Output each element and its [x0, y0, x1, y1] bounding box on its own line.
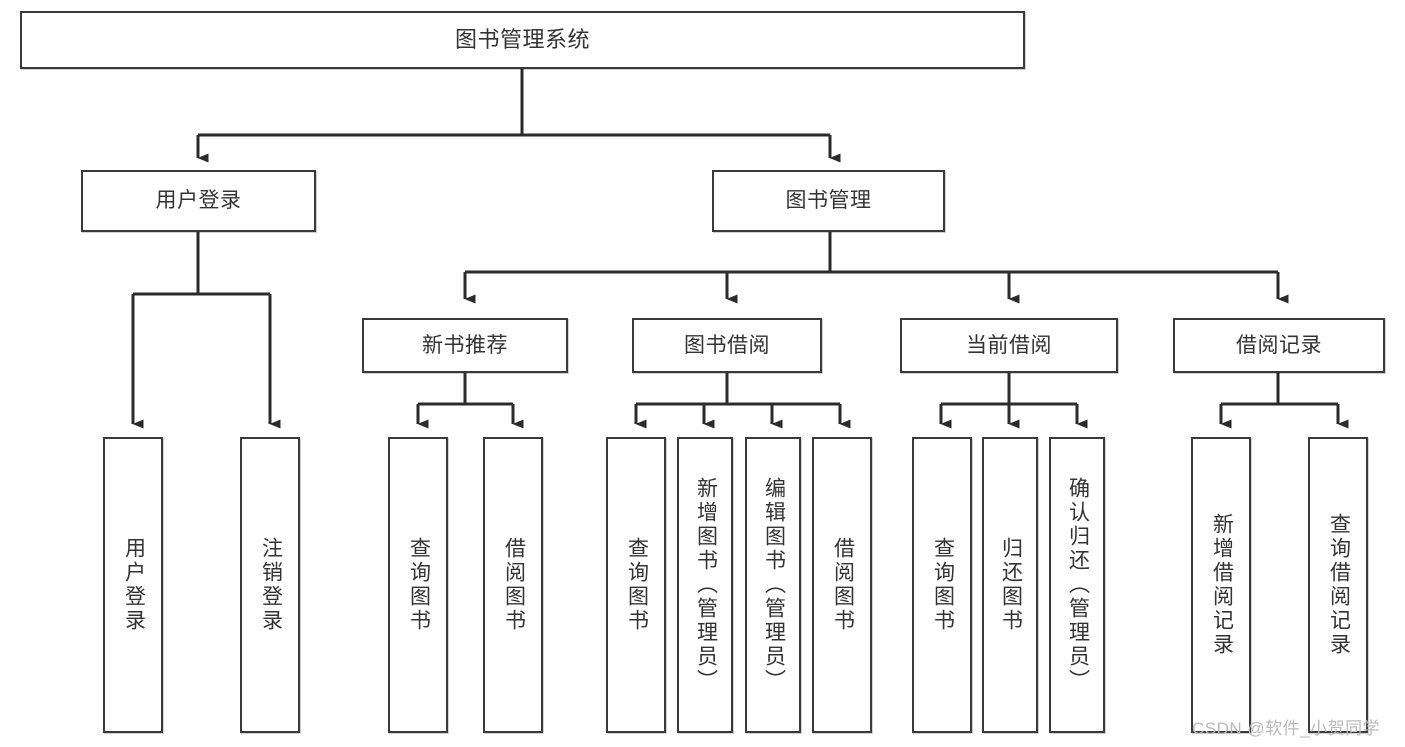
- node-leaf-add-record-label: 新增借阅记录: [1210, 513, 1234, 657]
- node-book-manage[interactable]: 图书管理: [712, 170, 945, 232]
- node-new-book-recommend-label: 新书推荐: [422, 333, 508, 357]
- node-leaf-logout-login-label: 注销登录: [259, 537, 283, 633]
- node-user-login[interactable]: 用户登录: [81, 170, 316, 232]
- node-leaf-borrow-book-2-label: 借阅图书: [831, 537, 855, 633]
- node-new-book-recommend[interactable]: 新书推荐: [362, 318, 568, 373]
- node-leaf-return-book-label: 归还图书: [999, 537, 1023, 633]
- node-book-borrow-label: 图书借阅: [684, 333, 770, 357]
- node-leaf-borrow-book-1-label: 借阅图书: [502, 537, 526, 633]
- node-user-login-label: 用户登录: [155, 189, 242, 213]
- node-root-label: 图书管理系统: [454, 26, 590, 52]
- node-leaf-borrow-book-1[interactable]: 借阅图书: [483, 437, 543, 733]
- node-leaf-query-book-3-label: 查询图书: [931, 537, 955, 633]
- node-current-borrow[interactable]: 当前借阅: [900, 318, 1118, 373]
- node-leaf-query-record-label: 查询借阅记录: [1327, 513, 1351, 657]
- node-leaf-add-record[interactable]: 新增借阅记录: [1191, 437, 1251, 733]
- node-leaf-add-book[interactable]: 新增图书（管理员）: [677, 437, 733, 733]
- node-leaf-borrow-book-2[interactable]: 借阅图书: [812, 437, 872, 733]
- node-leaf-query-book-3[interactable]: 查询图书: [912, 437, 972, 733]
- node-leaf-user-login[interactable]: 用户登录: [103, 437, 163, 733]
- node-leaf-query-book-1-label: 查询图书: [407, 537, 431, 633]
- node-book-manage-label: 图书管理: [785, 189, 872, 213]
- watermark-csdn: CSDN @软件_小贺同学: [1192, 719, 1381, 738]
- node-leaf-return-book[interactable]: 归还图书: [982, 437, 1038, 733]
- node-borrow-record[interactable]: 借阅记录: [1173, 318, 1385, 373]
- node-book-borrow[interactable]: 图书借阅: [632, 318, 822, 373]
- node-current-borrow-label: 当前借阅: [966, 333, 1052, 357]
- node-root-book-management-system[interactable]: 图书管理系统: [20, 11, 1025, 69]
- node-leaf-query-book-2-label: 查询图书: [625, 537, 649, 633]
- node-leaf-logout-login[interactable]: 注销登录: [240, 437, 300, 733]
- node-leaf-confirm-return[interactable]: 确认归还（管理员）: [1049, 437, 1105, 733]
- node-leaf-query-book-2[interactable]: 查询图书: [606, 437, 666, 733]
- node-leaf-add-book-label: 新增图书（管理员）: [694, 477, 718, 693]
- node-leaf-user-login-label: 用户登录: [122, 537, 146, 633]
- node-leaf-confirm-return-label: 确认归还（管理员）: [1066, 477, 1090, 693]
- node-borrow-record-label: 借阅记录: [1236, 333, 1322, 357]
- node-leaf-query-book-1[interactable]: 查询图书: [388, 437, 448, 733]
- node-leaf-query-record[interactable]: 查询借阅记录: [1308, 437, 1368, 733]
- node-leaf-edit-book[interactable]: 编辑图书（管理员）: [745, 437, 801, 733]
- node-leaf-edit-book-label: 编辑图书（管理员）: [762, 477, 786, 693]
